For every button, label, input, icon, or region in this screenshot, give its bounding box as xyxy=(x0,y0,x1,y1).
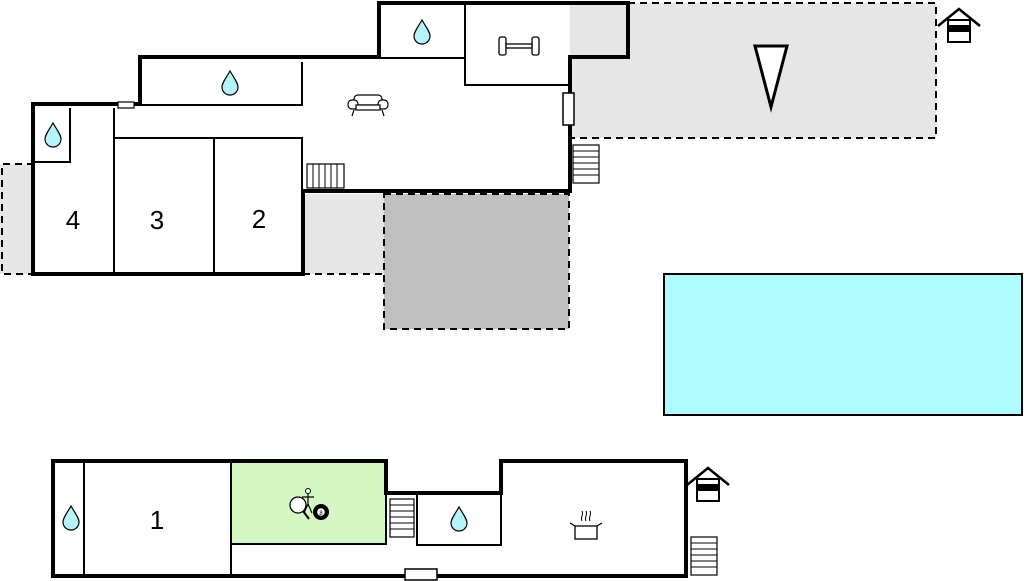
north-arrow-icon xyxy=(753,44,789,113)
door-marker xyxy=(562,92,575,126)
stairs-icon xyxy=(306,163,345,189)
water-drop-icon xyxy=(413,19,431,45)
stairs-icon xyxy=(389,498,415,538)
water-drop-icon xyxy=(450,506,468,532)
covered-area xyxy=(383,193,570,330)
swimming-pool xyxy=(663,273,1023,416)
dumbbell-icon xyxy=(498,36,540,56)
window-marker xyxy=(117,101,135,109)
room-label-4: 4 xyxy=(66,205,80,235)
lower-interior-walls xyxy=(83,461,502,576)
water-drop-icon xyxy=(44,122,62,148)
terrace-middle xyxy=(303,194,385,274)
house-entrance-icon xyxy=(936,7,982,44)
stairs-icon xyxy=(572,144,600,184)
billiard-ball-number: 8 xyxy=(319,511,323,517)
room-label-1: 1 xyxy=(150,505,164,535)
upper-interior-walls xyxy=(35,3,570,274)
cooking-pot-icon xyxy=(569,510,603,540)
door-marker xyxy=(404,568,438,581)
terrace-right xyxy=(570,2,937,139)
water-drop-icon xyxy=(221,70,239,96)
stairs-icon xyxy=(690,536,718,576)
room-label-2: 2 xyxy=(252,204,266,234)
table-tennis-icon xyxy=(289,488,314,520)
water-drop-icon xyxy=(62,505,80,531)
terrace-left xyxy=(0,163,34,275)
billiard-ball-icon: 8 xyxy=(313,504,329,520)
upper-floor-outline xyxy=(31,1,630,276)
house-entrance-icon xyxy=(685,466,731,503)
room-label-3: 3 xyxy=(150,205,164,235)
sofa-icon xyxy=(347,94,389,117)
